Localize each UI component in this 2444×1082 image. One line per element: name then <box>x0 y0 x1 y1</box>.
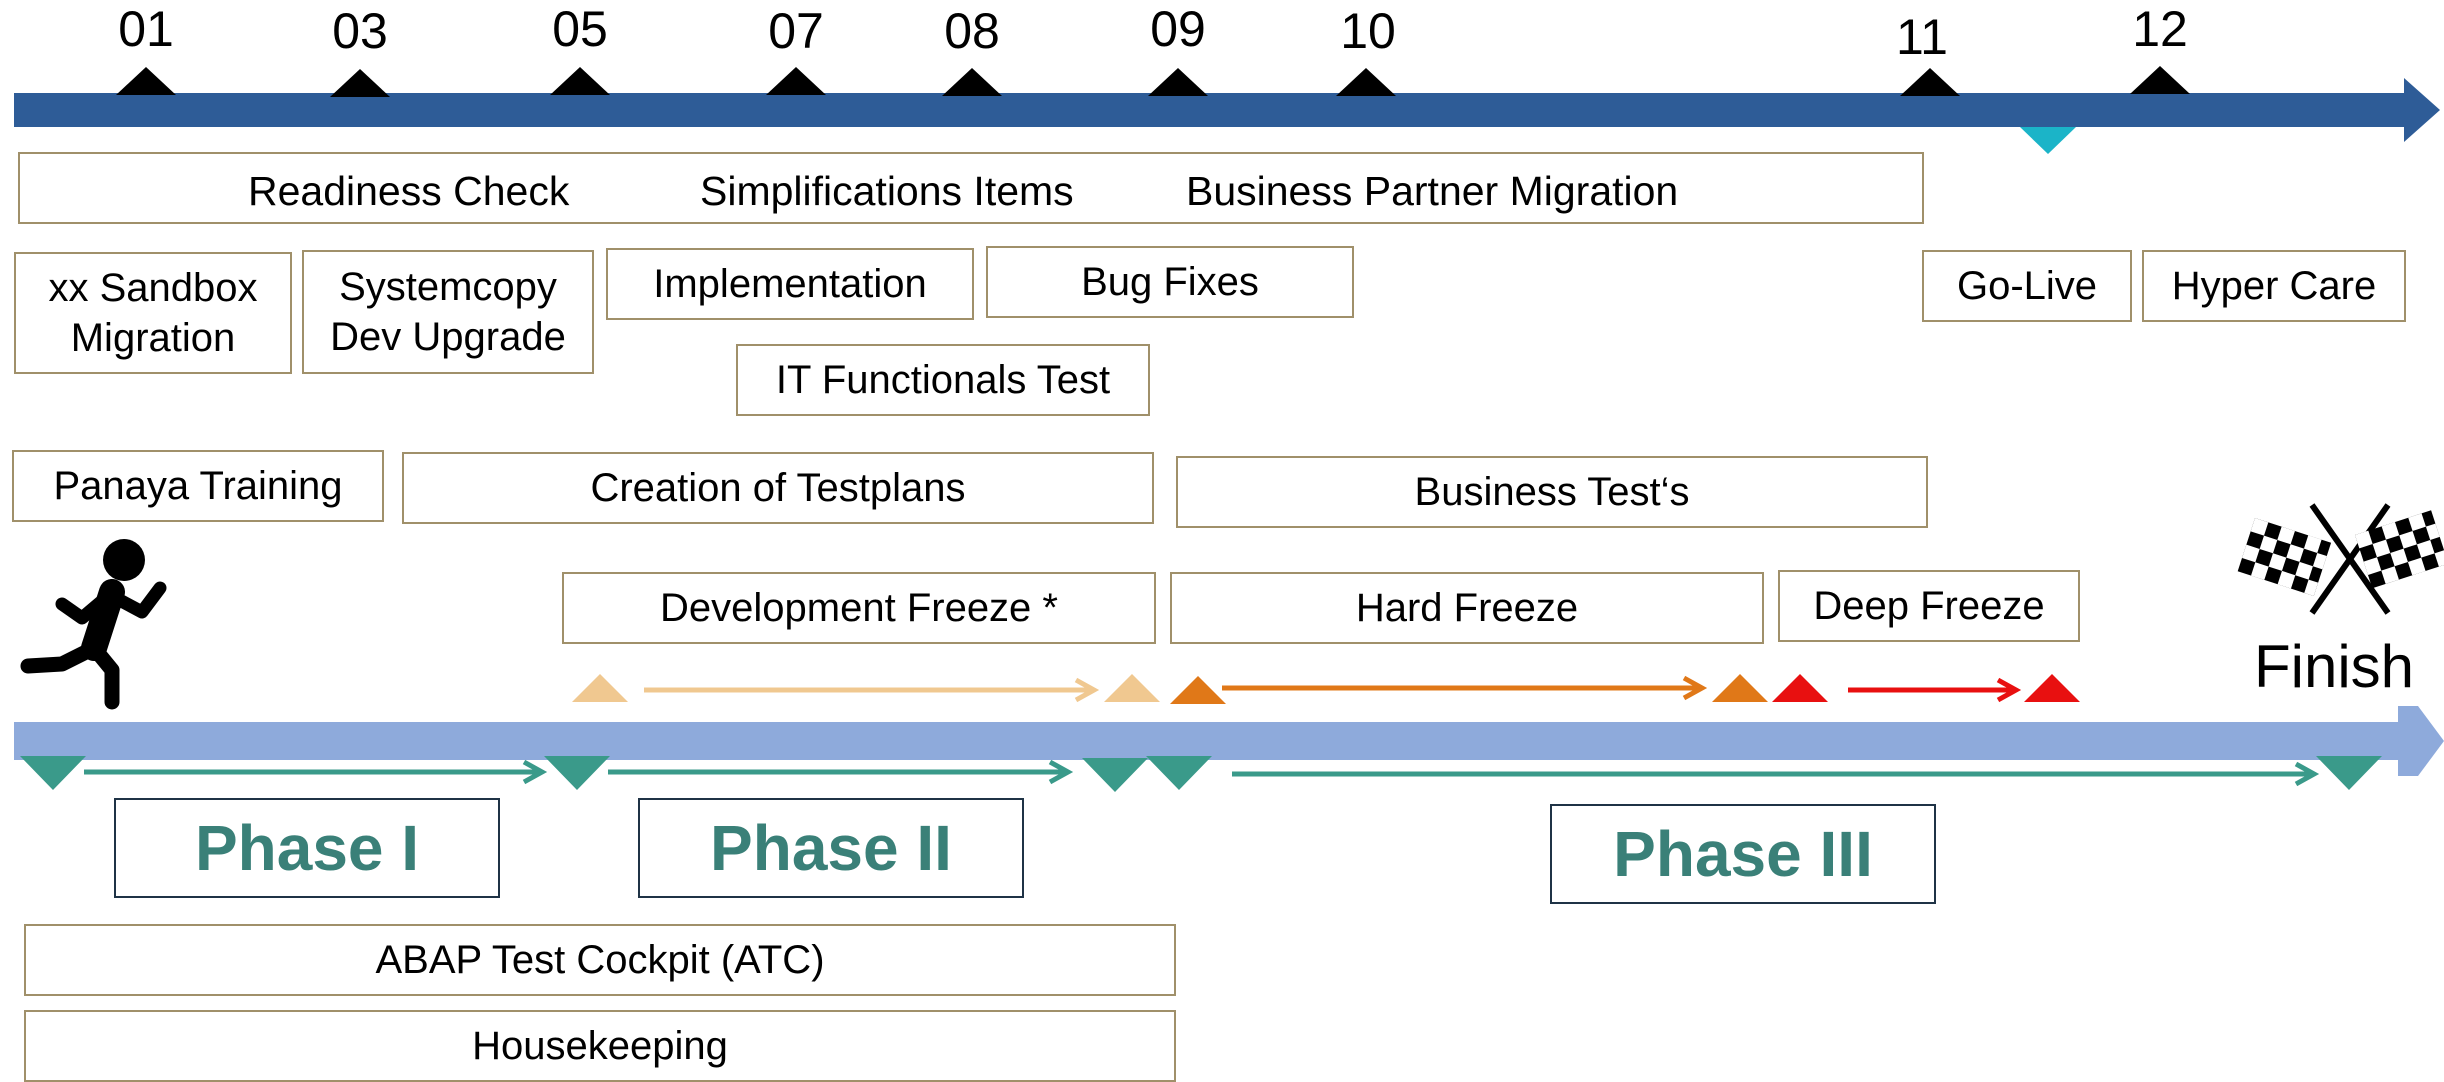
phase-1-box: Phase I <box>114 798 500 898</box>
month-marker-03 <box>330 69 390 97</box>
phase-3-start-marker <box>1146 756 1212 790</box>
hard-freeze-end-marker <box>1712 674 1768 702</box>
implementation-box: Implementation <box>606 248 974 320</box>
month-marker-10 <box>1336 68 1396 96</box>
development-freeze-box: Development Freeze * <box>562 572 1156 644</box>
deep-freeze-start-marker <box>1772 674 1828 702</box>
month-label-11: 11 <box>1896 9 1948 65</box>
readiness-check-label: Readiness Check <box>248 168 570 214</box>
it-functional-test-box: IT Functionals Test <box>736 344 1150 416</box>
hard-freeze-start-marker <box>1170 676 1226 704</box>
phase-2-start-marker <box>544 756 610 790</box>
month-markers <box>116 66 2190 97</box>
hyper-care-box: Hyper Care <box>2142 250 2406 322</box>
finish-label: Finish <box>2254 633 2415 700</box>
panaya-training-box: Panaya Training <box>12 450 384 522</box>
pre-check-box: Readiness Check Simplifications Items Bu… <box>18 152 1924 224</box>
month-marker-12 <box>2130 66 2190 94</box>
month-marker-07 <box>766 67 826 95</box>
phase-1-start-marker <box>20 756 86 790</box>
housekeeping-box: Housekeeping <box>24 1010 1176 1082</box>
business-partner-migration-label: Business Partner Migration <box>1186 168 1679 214</box>
simplification-items-label: Simplifications Items <box>700 168 1074 214</box>
month-marker-09 <box>1148 68 1208 96</box>
sandbox-migration-box: xx Sandbox Migration <box>14 252 292 374</box>
month-label-07: 07 <box>768 3 824 59</box>
runner-icon <box>20 539 167 710</box>
month-marker-05 <box>550 67 610 95</box>
development-freeze-end-marker <box>1104 674 1160 702</box>
month-label-03: 03 <box>332 3 388 59</box>
month-marker-11 <box>1900 68 1960 96</box>
phase-2-end-marker <box>1082 758 1148 792</box>
phase-3-end-marker <box>2316 756 2382 790</box>
go-live-marker <box>2020 127 2076 154</box>
month-timeline-arrow <box>14 78 2440 142</box>
abap-test-cockpit-box: ABAP Test Cockpit (ATC) <box>24 924 1176 996</box>
business-tests-box: Business Test‘s <box>1176 456 1928 528</box>
month-marker-08 <box>942 68 1002 96</box>
month-label-10: 10 <box>1340 3 1396 59</box>
phase-3-box: Phase III <box>1550 804 1936 904</box>
bug-fixes-box: Bug Fixes <box>986 246 1354 318</box>
month-label-12: 12 <box>2132 1 2188 57</box>
freeze-markers <box>572 674 2080 704</box>
phase-markers <box>20 756 2382 792</box>
systemcopy-dev-upgrade-box: Systemcopy Dev Upgrade <box>302 250 594 374</box>
deep-freeze-box: Deep Freeze <box>1778 570 2080 642</box>
month-label-01: 01 <box>118 1 174 57</box>
finish-flags-icon <box>2237 503 2444 615</box>
hard-freeze-box: Hard Freeze <box>1170 572 1764 644</box>
development-freeze-start-marker <box>572 674 628 702</box>
phase-2-box: Phase II <box>638 798 1024 898</box>
phase-timeline-arrow <box>14 706 2444 776</box>
creation-of-testplans-box: Creation of Testplans <box>402 452 1154 524</box>
go-live-box: Go-Live <box>1922 250 2132 322</box>
month-marker-01 <box>116 67 176 95</box>
month-label-09: 09 <box>1150 1 1206 57</box>
month-label-08: 08 <box>944 3 1000 59</box>
deep-freeze-end-marker <box>2024 674 2080 702</box>
month-label-05: 05 <box>552 1 608 57</box>
